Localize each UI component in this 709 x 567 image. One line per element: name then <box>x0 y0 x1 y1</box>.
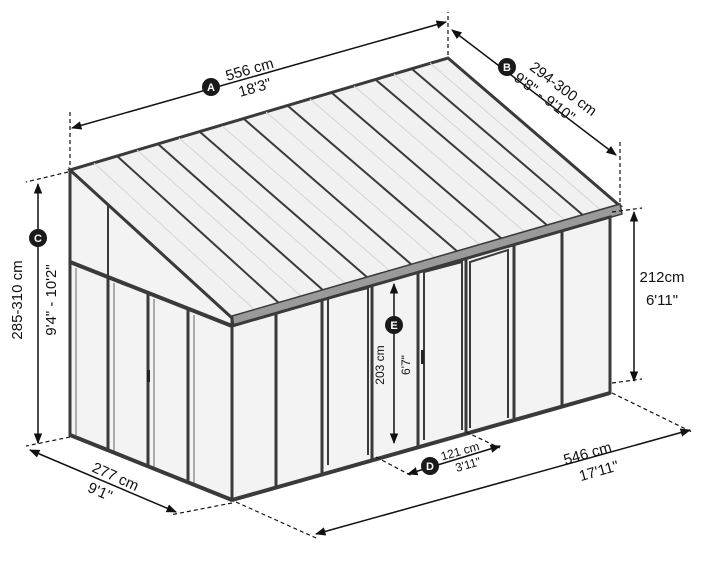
dim-right-height-imperial: 6'11" <box>646 292 678 309</box>
badge-c-label: C <box>34 233 42 245</box>
dim-b-line <box>451 29 617 156</box>
dim-e-metric: 203 cm <box>373 345 387 384</box>
badge-b: B <box>498 58 516 76</box>
dim-right-height-metric: 212cm <box>639 269 684 286</box>
badge-c: C <box>29 229 47 247</box>
extension-lines <box>25 12 693 539</box>
badge-a-label: A <box>207 82 215 94</box>
badge-b-label: B <box>503 62 511 74</box>
dim-a-line <box>70 20 448 130</box>
dim-side-depth-line <box>29 449 177 513</box>
dim-front-length-line <box>314 428 692 536</box>
dim-e-imperial: 6'7" <box>399 355 413 375</box>
badge-e: E <box>385 316 403 334</box>
dim-d-imperial: 3'11" <box>454 454 483 475</box>
dim-c-metric: 285-310 cm <box>9 260 26 339</box>
dimension-arrows <box>29 20 692 536</box>
badge-d: D <box>421 457 439 475</box>
badge-d-label: D <box>426 461 434 473</box>
badge-e-label: E <box>390 320 397 332</box>
dim-c-imperial: 9'4" - 10'2" <box>43 264 60 335</box>
badge-a: A <box>202 78 220 96</box>
